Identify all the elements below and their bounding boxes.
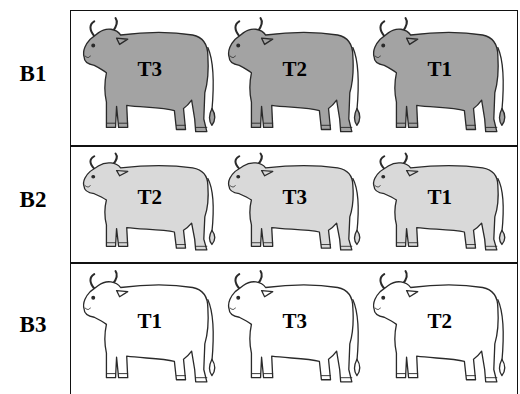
cow-figure: T3 bbox=[221, 150, 363, 257]
block-label: B2 bbox=[20, 188, 47, 211]
treatment-label: T1 bbox=[428, 59, 453, 80]
treatment-label: T2 bbox=[428, 311, 453, 332]
treatment-label: T3 bbox=[283, 311, 308, 332]
block-band: B1T3T2T1 bbox=[70, 10, 518, 146]
treatment-label: T2 bbox=[283, 59, 308, 80]
block-band: B3T1T3T2 bbox=[70, 263, 518, 394]
treatment-label: T3 bbox=[138, 59, 163, 80]
treatment-label: T3 bbox=[283, 187, 308, 208]
cow-figure: T1 bbox=[366, 14, 508, 140]
cow-figure: T1 bbox=[76, 267, 218, 390]
cow-figure: T3 bbox=[76, 14, 218, 140]
treatment-label: T1 bbox=[428, 187, 453, 208]
cow-figure: T1 bbox=[366, 150, 508, 257]
treatment-label: T2 bbox=[138, 187, 163, 208]
cow-figure: T2 bbox=[76, 150, 218, 257]
cow-figure: T2 bbox=[221, 14, 363, 140]
block-band: B2T2T3T1 bbox=[70, 146, 518, 263]
block-label: B3 bbox=[20, 313, 47, 336]
cow-figure: T2 bbox=[366, 267, 508, 390]
block-label: B1 bbox=[20, 62, 47, 85]
cow-figure: T3 bbox=[221, 267, 363, 390]
treatment-label: T1 bbox=[138, 311, 163, 332]
